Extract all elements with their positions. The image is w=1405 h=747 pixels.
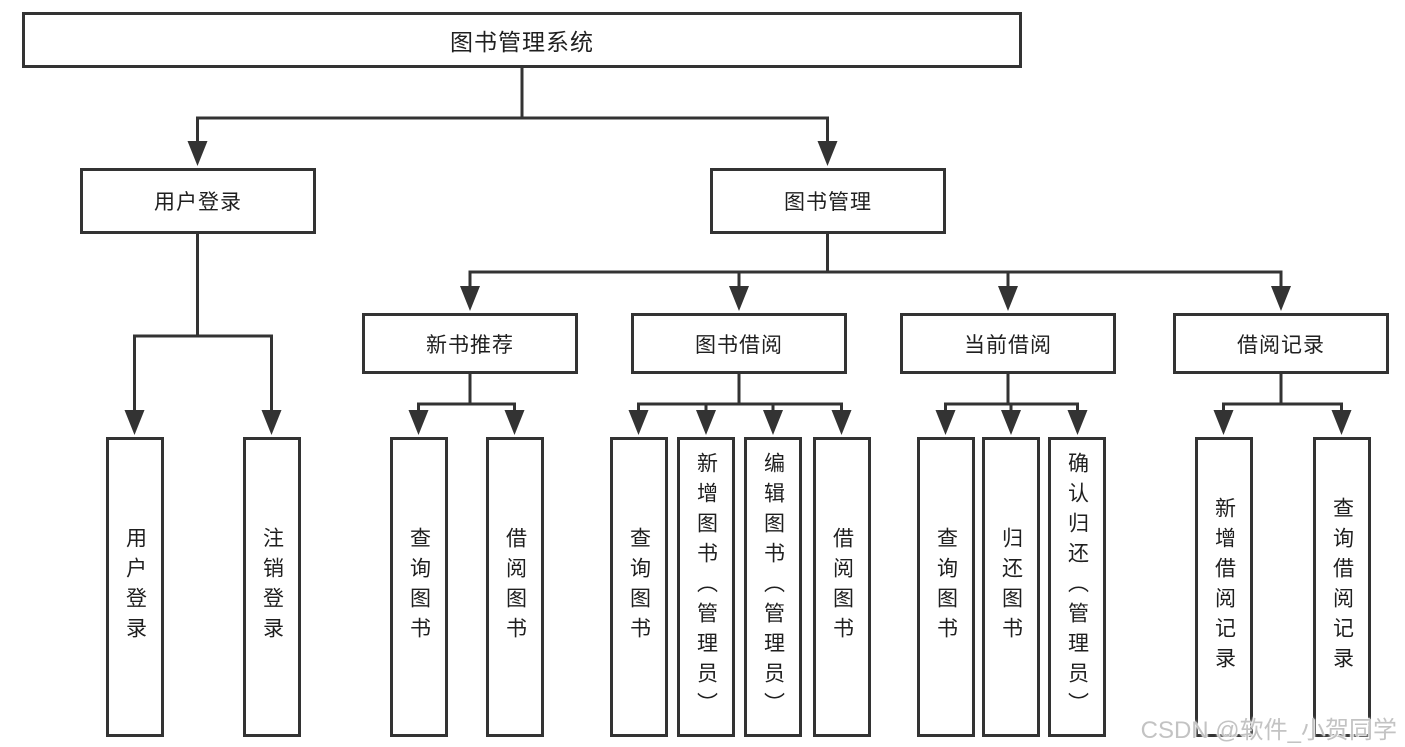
watermark: CSDN @软件_小贺同学 [1140,717,1397,744]
node-leaf-query-books: 查询图书 [917,437,975,737]
node-book-borrowing: 图书借阅 [631,313,847,374]
node-label: 借阅记录 [1237,333,1325,357]
node-label: 归还图书 [999,527,1023,647]
node-borrowing-records: 借阅记录 [1173,313,1389,374]
node-label: 图书借阅 [695,333,783,357]
node-label: 确认归还（管理员） [1065,452,1089,722]
node-book-management: 图书管理 [710,168,946,234]
node-leaf-query-borrow-record: 查询借阅记录 [1313,437,1371,737]
node-leaf-add-books-admin: 新增图书（管理员） [677,437,735,737]
node-label: 查询图书 [407,527,431,647]
node-label: 查询图书 [934,527,958,647]
node-label: 借阅图书 [503,527,527,647]
node-label: 新增借阅记录 [1212,497,1236,677]
node-root: 图书管理系统 [22,12,1022,68]
node-label: 用户登录 [154,191,242,214]
node-label: 用户登录 [123,527,147,647]
node-leaf-borrow-books: 借阅图书 [813,437,871,737]
node-label: 编辑图书（管理员） [761,452,785,722]
node-leaf-borrow-books: 借阅图书 [486,437,544,737]
node-leaf-confirm-return-admin: 确认归还（管理员） [1048,437,1106,737]
node-new-book-recommend: 新书推荐 [362,313,578,374]
node-leaf-return-books: 归还图书 [982,437,1040,737]
node-label: 图书管理系统 [450,29,594,55]
node-leaf-query-books: 查询图书 [610,437,668,737]
node-label: 新书推荐 [426,333,514,357]
node-label: 当前借阅 [964,333,1052,357]
node-label: 图书管理 [784,191,872,214]
node-current-borrowing: 当前借阅 [900,313,1116,374]
node-leaf-add-borrow-record: 新增借阅记录 [1195,437,1253,737]
node-leaf-logout: 注销登录 [243,437,301,737]
node-label: 新增图书（管理员） [694,452,718,722]
node-label: 查询图书 [627,527,651,647]
node-leaf-query-books: 查询图书 [390,437,448,737]
node-user-login: 用户登录 [80,168,316,234]
node-label: 查询借阅记录 [1330,497,1354,677]
node-leaf-edit-books-admin: 编辑图书（管理员） [744,437,802,737]
node-leaf-user-login: 用户登录 [106,437,164,737]
node-label: 注销登录 [260,527,284,647]
node-label: 借阅图书 [830,527,854,647]
arrowheads [124,141,1352,435]
